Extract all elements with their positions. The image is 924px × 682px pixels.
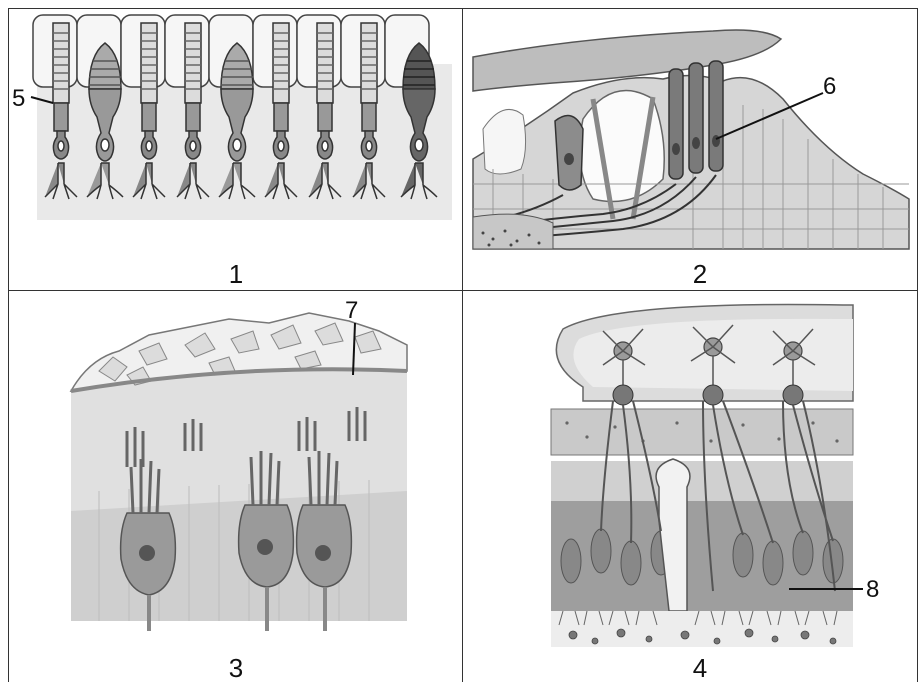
pointer-label-7: 7 — [345, 299, 358, 323]
olfactory-epithelium-illustration — [463, 291, 917, 682]
panel-3-caption: 3 — [206, 655, 266, 681]
panel-1-photoreceptors: 5 1 — [9, 9, 462, 290]
pointer-label-5: 5 — [12, 87, 25, 111]
otolith-organ-illustration — [9, 291, 462, 682]
panel-2-caption: 2 — [670, 261, 730, 287]
panel-4-olfactory-epithelium: 8 4 — [463, 291, 917, 682]
panel-1-caption: 1 — [206, 261, 266, 287]
organ-of-corti-illustration — [463, 9, 917, 290]
panel-3-otolith-organ: 7 3 — [9, 291, 462, 682]
rods-and-cones-illustration — [9, 9, 462, 290]
grid-line-right — [917, 8, 918, 682]
pointer-label-6: 6 — [823, 75, 836, 99]
panel-4-caption: 4 — [670, 655, 730, 681]
pointer-label-8: 8 — [866, 578, 879, 602]
panel-2-organ-of-corti: 6 2 — [463, 9, 917, 290]
